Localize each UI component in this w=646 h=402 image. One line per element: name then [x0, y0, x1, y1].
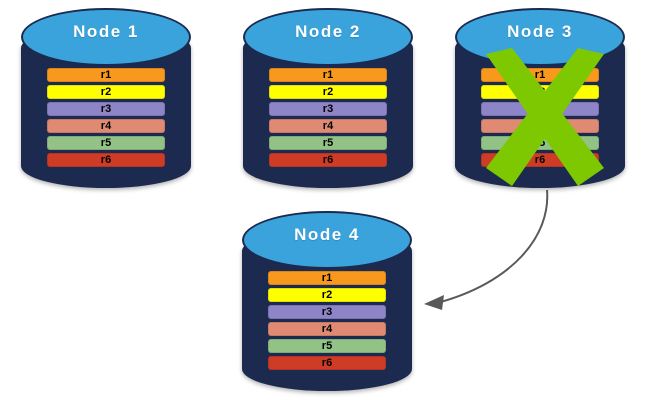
row-r1[interactable]: r1 — [268, 271, 386, 285]
cylinder-top — [21, 8, 191, 66]
row-r3[interactable]: r3 — [47, 102, 165, 116]
row-r4[interactable]: r4 — [481, 119, 599, 133]
row-r2[interactable]: r2 — [47, 85, 165, 99]
row-r3[interactable]: r3 — [268, 305, 386, 319]
node-2[interactable]: Node 2 r1 r2 r3 r4 r5 r6 — [243, 8, 413, 188]
row-r5[interactable]: r5 — [47, 136, 165, 150]
row-r3[interactable]: r3 — [269, 102, 387, 116]
row-r1[interactable]: r1 — [269, 68, 387, 82]
cylinder-top — [242, 211, 412, 269]
row-r4[interactable]: r4 — [268, 322, 386, 336]
row-r6[interactable]: r6 — [47, 153, 165, 167]
row-r5[interactable]: r5 — [481, 136, 599, 150]
row-r1[interactable]: r1 — [47, 68, 165, 82]
row-r5[interactable]: r5 — [269, 136, 387, 150]
node-3-label: Node 3 — [507, 22, 573, 41]
row-r4[interactable]: r4 — [47, 119, 165, 133]
node-3-rows: r1 r2 r3 r4 r5 r6 — [481, 68, 599, 170]
row-r4[interactable]: r4 — [269, 119, 387, 133]
row-r5[interactable]: r5 — [268, 339, 386, 353]
row-r3[interactable]: r3 — [481, 102, 599, 116]
row-r2[interactable]: r2 — [481, 85, 599, 99]
row-r6[interactable]: r6 — [269, 153, 387, 167]
node-1[interactable]: Node 1 r1 r2 r3 r4 r5 r6 — [21, 8, 191, 188]
node-4-rows: r1 r2 r3 r4 r5 r6 — [268, 271, 386, 373]
row-r2[interactable]: r2 — [268, 288, 386, 302]
row-r6[interactable]: r6 — [481, 153, 599, 167]
node-2-label: Node 2 — [295, 22, 361, 41]
node-2-rows: r1 r2 r3 r4 r5 r6 — [269, 68, 387, 170]
node-4-label: Node 4 — [294, 225, 360, 244]
failover-arrow-line — [436, 189, 549, 304]
node-3[interactable]: Node 3 r1 r2 r3 r4 r5 r6 — [455, 8, 625, 188]
row-r6[interactable]: r6 — [268, 356, 386, 370]
row-r1[interactable]: r1 — [481, 68, 599, 82]
row-r2[interactable]: r2 — [269, 85, 387, 99]
failover-arrow-head — [424, 295, 444, 310]
node-4[interactable]: Node 4 r1 r2 r3 r4 r5 r6 — [242, 211, 412, 391]
node-1-label: Node 1 — [73, 22, 139, 41]
node-1-rows: r1 r2 r3 r4 r5 r6 — [47, 68, 165, 170]
cylinder-top — [243, 8, 413, 66]
